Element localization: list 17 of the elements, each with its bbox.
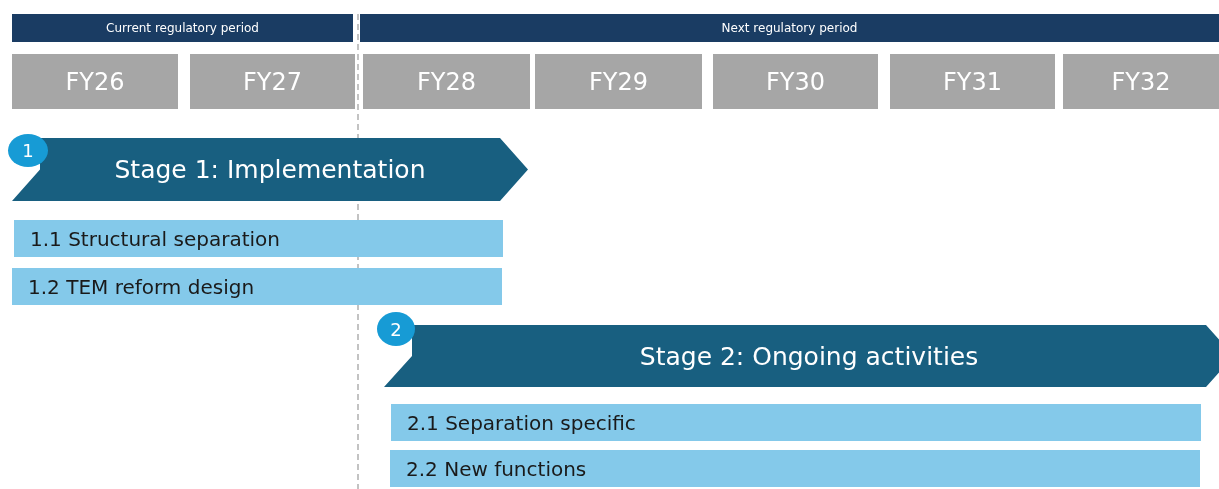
stage-title: Stage 2: Ongoing activities [639,341,979,371]
task-bar: 1.1 Structural separation [14,220,503,257]
year-box: FY32 [1063,54,1219,109]
year-box: FY27 [190,54,355,109]
step-badge: 1 [8,134,48,167]
stage-title: Stage 1: Implementation [114,155,426,184]
step-badge: 2 [377,312,415,346]
year-box: FY26 [12,54,178,109]
period-band: Current regulatory period [12,14,353,42]
year-box: FY31 [890,54,1055,109]
task-bar: 2.1 Separation specific [391,404,1201,441]
year-box: FY28 [363,54,530,109]
period-band: Next regulatory period [360,14,1219,42]
task-bar: 2.2 New functions [390,450,1200,487]
task-bar: 1.2 TEM reform design [12,268,502,305]
year-box: FY30 [713,54,878,109]
year-box: FY29 [535,54,702,109]
